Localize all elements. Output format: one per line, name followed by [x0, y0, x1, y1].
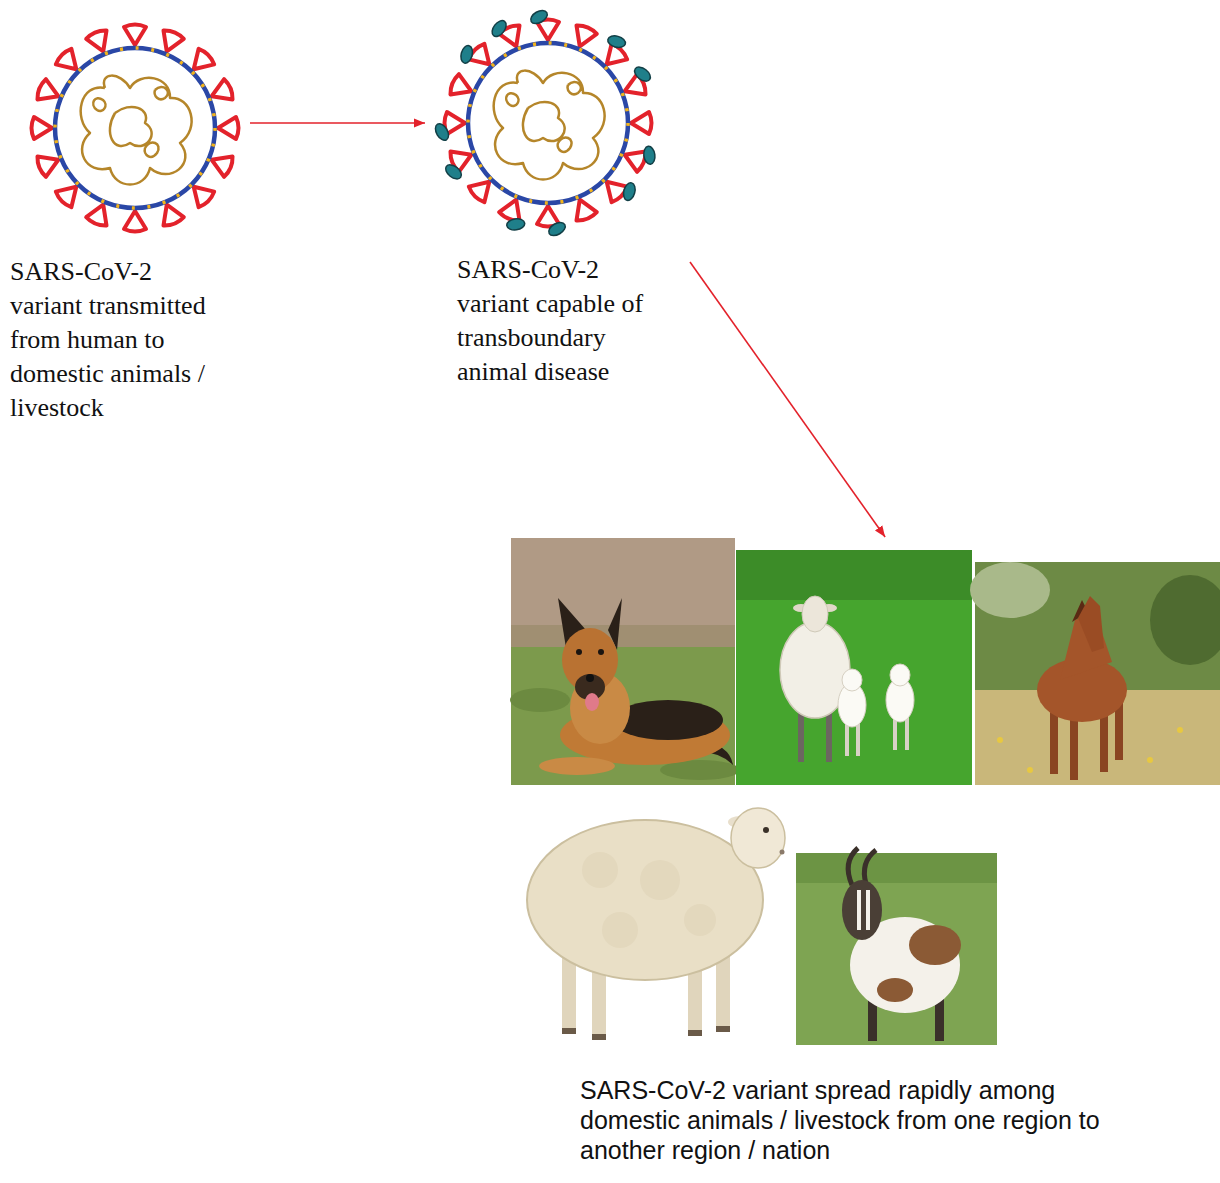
- dog-photo: [510, 688, 570, 712]
- dog-photo: [511, 538, 735, 785]
- horse-photo: [970, 562, 1050, 618]
- sheep-photo: [562, 1028, 576, 1034]
- dog-photo: [510, 538, 740, 785]
- sheep-photo: [527, 820, 763, 980]
- goat-photo: [857, 890, 861, 930]
- sheep-photo: [684, 904, 716, 936]
- goat-photo: [877, 978, 913, 1002]
- dog-photo: [511, 625, 735, 647]
- sheep-photo: [602, 912, 638, 948]
- sheep-photo: [736, 550, 972, 785]
- virus-original: [55, 48, 215, 208]
- virus-stage-node: SARS-CoV-2 variant capable of transbound…: [425, 25, 690, 397]
- sheep-photo: [890, 664, 910, 686]
- goat-photo: [796, 853, 997, 883]
- virus-variant: [528, 8, 559, 40]
- horse-photo: [1177, 727, 1183, 733]
- virus-variant: [494, 71, 605, 180]
- sheep-photo: [592, 1034, 606, 1040]
- sheep-photo: [802, 596, 828, 632]
- dog-photo: [570, 672, 630, 744]
- dog-photo: [585, 693, 599, 711]
- dog-photo: [539, 757, 615, 775]
- goat-photo: [866, 890, 870, 930]
- virus-original: [81, 76, 192, 185]
- sheep-photo: [582, 852, 618, 888]
- virus-original: [55, 48, 215, 208]
- virus-variant: [537, 206, 568, 238]
- virus-variant: [433, 112, 465, 143]
- virus-original: [124, 211, 146, 232]
- sheep-photo: [640, 860, 680, 900]
- goat-photo: [796, 848, 997, 1045]
- horse-photo: [1147, 757, 1153, 763]
- dog-photo: [586, 674, 594, 682]
- virus-variant: [468, 43, 628, 203]
- sheep-photo: [736, 550, 972, 600]
- sheep-photo: [562, 955, 576, 1033]
- sheep-photo: [716, 1026, 730, 1032]
- caption-text: SARS-CoV-2 variant transmitted from huma…: [10, 255, 225, 425]
- caption-text: SARS-CoV-2 variant capable of transbound…: [457, 253, 672, 389]
- virus-original: [32, 117, 53, 139]
- sheep-photo: [527, 808, 785, 1040]
- flow-arrow: [690, 262, 885, 537]
- horse-photo: [1027, 767, 1033, 773]
- virus-variant: [468, 43, 628, 203]
- horse-photo: [997, 737, 1003, 743]
- goat-photo: [848, 848, 858, 885]
- horse-photo: [1150, 575, 1220, 665]
- sheep-photo: [842, 669, 862, 691]
- dog-photo: [598, 649, 604, 655]
- horse-photo: [970, 562, 1220, 785]
- animal-spread-node: SARS-CoV-2 variant spread rapidly among …: [510, 537, 1215, 1173]
- caption-text: SARS-CoV-2 variant spread rapidly among …: [580, 1075, 1140, 1165]
- virus-stage-node: SARS-CoV-2 variant transmitted from huma…: [10, 30, 250, 433]
- virus-variant: [631, 112, 652, 134]
- horse-photo: [1070, 712, 1078, 780]
- sheep-photo: [780, 850, 785, 855]
- goat-photo: [842, 880, 882, 940]
- virus-original: [32, 25, 239, 232]
- horse-photo: [1078, 596, 1104, 652]
- virus-original: [124, 25, 146, 46]
- virus-variant: [433, 8, 662, 239]
- sheep-photo: [731, 808, 785, 868]
- sheep-photo: [736, 550, 972, 785]
- goat-photo: [864, 850, 876, 884]
- sheep-photo: [688, 1030, 702, 1036]
- goat-photo: [909, 925, 961, 965]
- goat-photo: [796, 853, 997, 1045]
- horse-photo: [1050, 712, 1058, 774]
- dog-photo: [576, 649, 582, 655]
- sheep-photo: [763, 827, 769, 833]
- flow-arrow: [250, 122, 425, 124]
- virus-original: [218, 117, 239, 139]
